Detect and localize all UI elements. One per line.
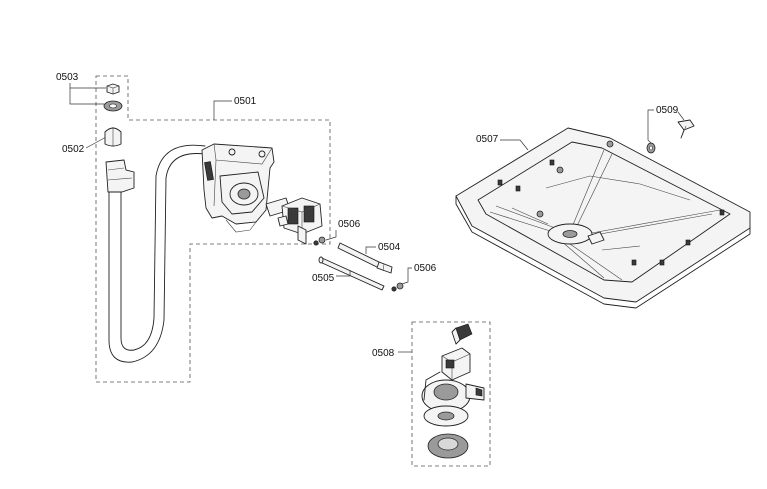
solenoid-valve — [277, 197, 323, 245]
leader-0502 — [85, 135, 109, 149]
leader-0504 — [365, 246, 376, 254]
leader-0505 — [336, 270, 351, 277]
label-0508: 0508 — [372, 348, 395, 359]
group-0508-boundary — [411, 321, 491, 467]
leader-0509 — [647, 109, 685, 145]
label-0509: 0509 — [656, 105, 679, 116]
base-tray-0507 — [455, 127, 751, 309]
label-0501: 0501 — [234, 96, 257, 107]
tube-0505 — [318, 256, 385, 291]
leader-0503 — [69, 83, 106, 105]
label-0502: 0502 — [62, 144, 85, 155]
leader-0501 — [213, 100, 232, 120]
clip-0506-upper — [313, 236, 326, 246]
tube-0504 — [337, 242, 393, 274]
float-switch-0508 — [421, 323, 485, 459]
label-0505: 0505 — [312, 273, 335, 284]
screw-0509 — [646, 119, 695, 154]
label-0507: 0507 — [476, 134, 499, 145]
label-0506-lower: 0506 — [414, 263, 437, 274]
label-0504: 0504 — [378, 242, 401, 253]
inlet-hose — [105, 144, 206, 363]
group-0501-boundary — [95, 75, 331, 383]
leader-0506-lower — [401, 267, 412, 285]
leader-0507 — [500, 139, 529, 151]
hose-cap-0502 — [104, 127, 122, 147]
valve-assembly — [201, 143, 291, 233]
nut-0503 — [103, 83, 123, 112]
leader-0506-upper — [325, 230, 337, 241]
clip-0506-lower — [391, 282, 404, 292]
label-0506-upper: 0506 — [338, 219, 361, 230]
label-0503: 0503 — [56, 72, 79, 83]
